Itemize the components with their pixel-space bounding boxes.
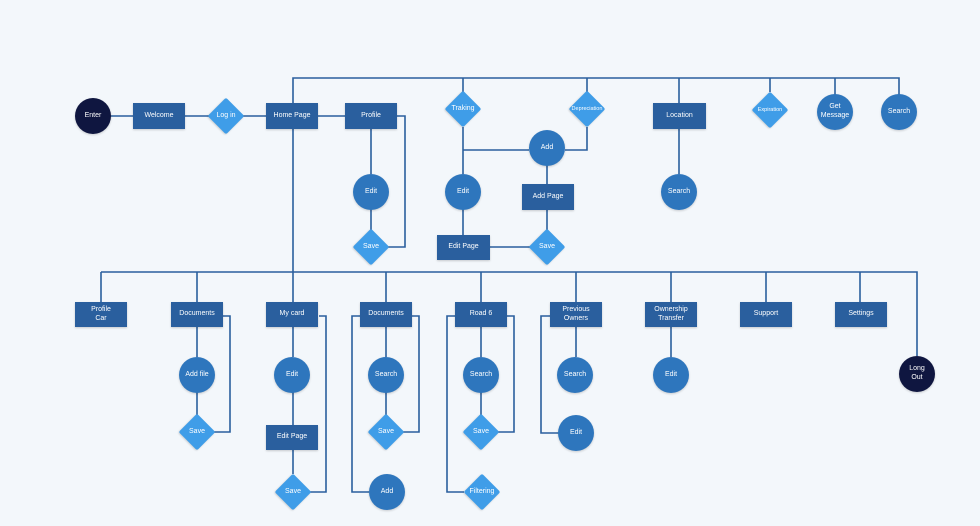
traking-edit-node[interactable]: Edit	[445, 174, 481, 210]
expiration-label: Expiration	[757, 106, 783, 113]
prev-edit-node[interactable]: Edit	[558, 415, 594, 451]
search-top-label: Search	[887, 107, 911, 115]
home-page-label: Home Page	[273, 111, 311, 119]
enter-label: Enter	[84, 111, 102, 119]
traking-edit-label: Edit	[456, 187, 470, 195]
save-top-node[interactable]: Save	[528, 228, 566, 266]
depreciation-node[interactable]: Depreciation	[568, 90, 606, 128]
doc2-search-node[interactable]: Search	[368, 357, 404, 393]
doc2-search-label: Search	[374, 370, 398, 378]
location-label: Location	[666, 111, 693, 119]
location-search-node[interactable]: Search	[661, 174, 697, 210]
home-page-node[interactable]: Home Page	[266, 103, 318, 129]
profile-label: Profile	[361, 111, 381, 119]
save-top-label: Save	[539, 242, 555, 250]
support-node[interactable]: Support	[740, 302, 792, 327]
road-save-node[interactable]: Save	[462, 413, 500, 451]
doc2-add-node[interactable]: Add	[369, 474, 405, 510]
search-top-node[interactable]: Search	[881, 94, 917, 130]
card-edit-page-node[interactable]: Edit Page	[266, 425, 318, 450]
road-search-label: Search	[469, 370, 493, 378]
card-save-label: Save	[285, 487, 301, 495]
road6-label: Road 6	[469, 310, 493, 318]
support-label: Support	[753, 310, 779, 318]
ownership-edit-label: Edit	[664, 370, 678, 378]
add-file-label: Add file	[185, 370, 209, 378]
login-label: Log in	[216, 111, 236, 119]
road6-node[interactable]: Road 6	[455, 302, 507, 327]
profile-car-label: Profile Car	[91, 305, 111, 322]
previous-owners-node[interactable]: Previous Owners	[550, 302, 602, 327]
my-card-node[interactable]: My card	[266, 302, 318, 327]
prev-search-node[interactable]: Search	[557, 357, 593, 393]
add-page-label: Add Page	[532, 192, 564, 200]
ownership-transfer-label: Ownership Transfer	[654, 305, 688, 322]
documents2-node[interactable]: Documents	[360, 302, 412, 327]
location-node[interactable]: Location	[653, 103, 706, 129]
prev-edit-label: Edit	[569, 428, 583, 436]
filtering-label: Filtering	[469, 487, 495, 495]
expiration-node[interactable]: Expiration	[751, 91, 789, 129]
card-save-node[interactable]: Save	[274, 473, 312, 511]
card-edit-label: Edit	[285, 370, 299, 378]
profile-edit-label: Edit	[364, 187, 378, 195]
traking-label: Traking	[451, 104, 475, 112]
doc1-save-label: Save	[189, 427, 205, 435]
road-save-label: Save	[473, 427, 489, 435]
profile-save-label: Save	[363, 242, 379, 250]
location-search-label: Search	[667, 187, 691, 195]
ownership-edit-node[interactable]: Edit	[653, 357, 689, 393]
long-out-label: Long Out	[909, 365, 925, 381]
edge-top-bus	[292, 77, 900, 103]
get-message-label: Get Message	[820, 103, 850, 119]
add-node[interactable]: Add	[529, 130, 565, 166]
add-file-node[interactable]: Add file	[179, 357, 215, 393]
doc2-add-label: Add	[380, 487, 394, 495]
settings-label: Settings	[848, 310, 874, 318]
filtering-node[interactable]: Filtering	[463, 473, 501, 511]
ownership-transfer-node[interactable]: Ownership Transfer	[645, 302, 697, 327]
previous-owners-label: Previous Owners	[562, 305, 590, 322]
profile-edit-node[interactable]: Edit	[353, 174, 389, 210]
welcome-label: Welcome	[144, 111, 174, 119]
profile-save-node[interactable]: Save	[352, 228, 390, 266]
edge-bottom-bus	[101, 271, 918, 356]
prev-search-label: Search	[563, 370, 587, 378]
edge-depr-add	[565, 127, 588, 151]
profile-car-node[interactable]: Profile Car	[75, 302, 127, 327]
documents2-label: Documents	[368, 310, 404, 318]
welcome-node[interactable]: Welcome	[133, 103, 185, 129]
edge-profile-loop	[387, 115, 406, 248]
card-edit-page-label: Edit Page	[276, 433, 308, 441]
login-node[interactable]: Log in	[207, 97, 245, 135]
settings-node[interactable]: Settings	[835, 302, 887, 327]
card-edit-node[interactable]: Edit	[274, 357, 310, 393]
traking-node[interactable]: Traking	[444, 90, 482, 128]
documents1-node[interactable]: Documents	[171, 302, 223, 327]
add-label: Add	[540, 143, 554, 151]
my-card-label: My card	[279, 310, 305, 318]
edit-page-top-label: Edit Page	[448, 243, 479, 251]
doc1-save-node[interactable]: Save	[178, 413, 216, 451]
documents1-label: Documents	[179, 310, 215, 318]
road-search-node[interactable]: Search	[463, 357, 499, 393]
profile-node[interactable]: Profile	[345, 103, 397, 129]
depreciation-label: Depreciation	[571, 105, 603, 112]
add-page-node[interactable]: Add Page	[522, 184, 574, 210]
edit-page-top-node[interactable]: Edit Page	[437, 235, 490, 260]
enter-node[interactable]: Enter	[75, 98, 111, 134]
long-out-node[interactable]: Long Out	[899, 356, 935, 392]
doc2-save-node[interactable]: Save	[367, 413, 405, 451]
doc2-save-label: Save	[378, 427, 394, 435]
get-message-node[interactable]: Get Message	[817, 94, 853, 130]
